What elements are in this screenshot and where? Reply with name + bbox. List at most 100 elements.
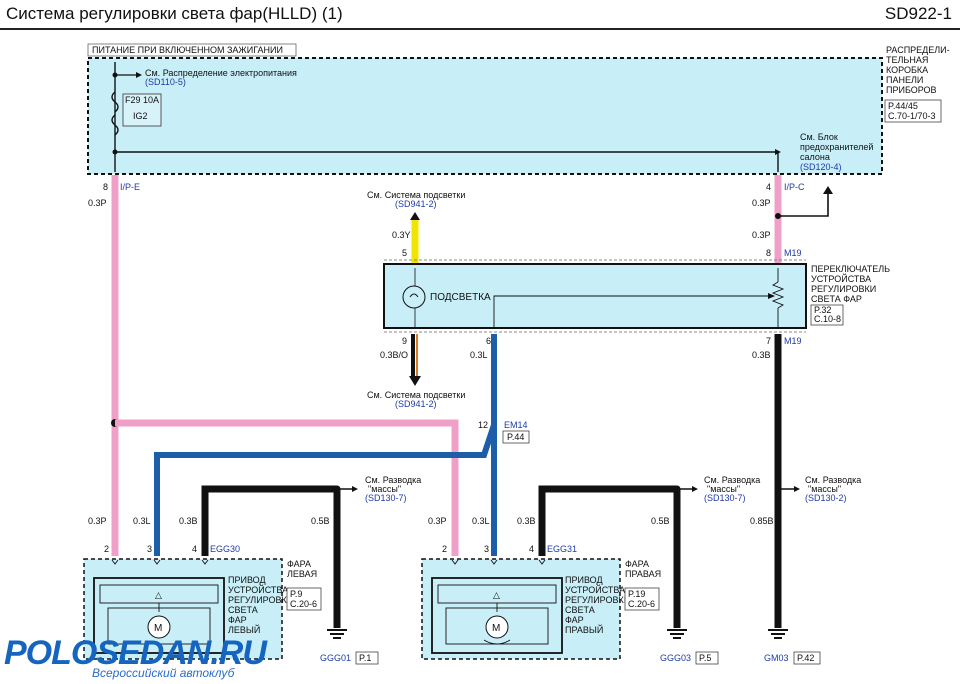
left-motor-icon (147, 615, 171, 639)
gm03-label: GM03 (764, 653, 789, 663)
right-actuator-1: ПРИВОД (565, 575, 603, 585)
left-ground-ref-code: (SD130-7) (365, 493, 407, 503)
lamp-pin-markers (111, 559, 546, 565)
fuse-symbol (111, 91, 119, 113)
junction-box-name-3: КОРОБКА (886, 65, 928, 75)
left-actuator-1: ПРИВОД (228, 575, 266, 585)
right-lamp-ref-2: C.20-6 (628, 599, 655, 609)
right-wire-label-1: 0.3P (752, 198, 771, 208)
junction-box-ref-2: C.70-1/70-3 (888, 111, 936, 121)
left-lamp-pin-3: 3 (147, 544, 152, 554)
left-wire-label: 0.3P (88, 198, 107, 208)
backlight-ref-code: (SD941-2) (395, 199, 437, 209)
right-lamp-pin-2: 2 (442, 544, 447, 554)
right-actuator-4: СВЕТА (565, 605, 595, 615)
gm03-page-box (793, 651, 821, 665)
right-actuator-6: ПРАВЫЙ (565, 624, 603, 635)
switch-name-2: УСТРОЙСТВА (811, 273, 871, 284)
junction-box-ref-box (884, 99, 942, 123)
backlight-lamp-icon (402, 285, 426, 309)
ggg03-page-box (695, 651, 719, 665)
watermark-logo: POLOSEDAN.RU (4, 634, 267, 672)
m19-ground-ref-1: См. Разводка (805, 475, 861, 485)
right-lamp-name-1: ФАРА (625, 559, 649, 569)
right-lamp-ref-1: P.19 (628, 589, 645, 599)
power-label: ПИТАНИЕ ПРИ ВКЛЮЧЕННОМ ЗАЖИГАНИИ (92, 45, 283, 55)
right-ref-arrow (823, 186, 833, 194)
switch-ref-2: C.10-8 (814, 314, 841, 324)
fuse-block-ref-2: предохранителей (800, 142, 873, 152)
power-ref-arrow (136, 72, 142, 78)
lamp-filament (409, 293, 419, 298)
right-lamp-name-2: ПРАВАЯ (625, 569, 661, 579)
fuse-box (122, 93, 162, 127)
fuse-block-ref-code: (SD120-4) (800, 162, 842, 172)
pin9-label: 9 (402, 336, 407, 346)
right-lamp-pin-3: 3 (484, 544, 489, 554)
fuse-block-arrow (775, 149, 781, 155)
left-pin-number: 8 (103, 182, 108, 192)
left-ground-ref-1: См. Разводка (365, 475, 421, 485)
wire-black-right-lamp (538, 485, 677, 556)
fuse-block-ref-1: См. Блок (800, 132, 838, 142)
em14-page: P.44 (507, 432, 524, 442)
right-motor-rotation-arrow (483, 639, 511, 645)
right-motor-icon (485, 615, 509, 639)
backlight-arrow-top (410, 212, 420, 220)
resistor-symbol (771, 281, 785, 309)
switch-ref-1: P.32 (814, 305, 831, 315)
junction-box-name-5: ПРИБОРОВ (886, 85, 937, 95)
mid-ground-ref-2: "массы" (707, 484, 740, 494)
blue-wire-label: 0.3L (470, 350, 488, 360)
mid-ground-ref-code: (SD130-7) (704, 493, 746, 503)
switch-name-4: СВЕТА ФАР (811, 294, 862, 304)
ggg03-label: GGG03 (660, 653, 691, 663)
gm03-page: P.42 (797, 653, 814, 663)
right-motor-label: M (492, 623, 500, 634)
left-lamp-ref-2: C.20-6 (290, 599, 317, 609)
junction-box-name-4: ПАНЕЛИ (886, 75, 923, 85)
left-ground-ref-2: "массы" (368, 484, 401, 494)
right-actuator-triangle: △ (493, 590, 500, 600)
left-actuator-6: ЛЕВЫЙ (228, 624, 260, 635)
pin6-label: 6 (486, 336, 491, 346)
wire-blue-left-lamp (154, 424, 497, 556)
left-motor-frame (107, 607, 211, 645)
em14-page-box (502, 430, 530, 444)
junction-box-name-2: ТЕЛЬНАЯ (886, 55, 928, 65)
power-ref-text: См. Распределение электропитания (145, 68, 297, 78)
mid-ground-ref-arrow (692, 486, 698, 492)
right-lamp-wire-p: 0.3P (428, 516, 447, 526)
left-lamp-ref-1: P.9 (290, 589, 302, 599)
right-actuator-5: ФАР (565, 615, 584, 625)
power-ref-code: (SD110-5) (145, 77, 186, 87)
switch-name-3: РЕГУЛИРОВКИ (811, 284, 876, 294)
wire-pink-right-lamp (115, 419, 459, 556)
left-lamp-connector: EGG30 (210, 544, 240, 554)
left-lamp-pin-2: 2 (104, 544, 109, 554)
left-lamp-ref-box (286, 587, 322, 611)
header-rule (0, 28, 960, 30)
fuse-label: F29 10A (125, 95, 159, 105)
backlight-ref2-text: См. Система подсветки (367, 390, 465, 400)
wire-black-left-lamp (201, 485, 337, 556)
bo-wire-label: 0.3B/O (380, 350, 408, 360)
left-lamp-name-2: ЛЕВАЯ (287, 569, 317, 579)
switch-name-1: ПЕРЕКЛЮЧАТЕЛЬ (811, 264, 890, 274)
left-lamp-wire-b: 0.3B (179, 516, 198, 526)
ggg03-page: P.5 (699, 653, 711, 663)
right-lamp-wire-l: 0.3L (472, 516, 490, 526)
junction-box-panel (87, 57, 883, 175)
ggg01-label: GGG01 (320, 653, 351, 663)
left-connector: I/P-E (120, 182, 140, 192)
m19-gnd-wire: 0.85B (750, 516, 774, 526)
switch-ref-box (810, 304, 844, 326)
backlight-ref2-code: (SD941-2) (395, 399, 437, 409)
right-actuator-3: РЕГУЛИРОВКИ (565, 595, 630, 605)
left-lamp-wire-l: 0.3L (133, 516, 151, 526)
ggg01-page-box (355, 651, 379, 665)
left-motor-label: M (154, 623, 162, 634)
left-ground-ref-arrow (352, 486, 358, 492)
m19-top-label: M19 (784, 248, 802, 258)
